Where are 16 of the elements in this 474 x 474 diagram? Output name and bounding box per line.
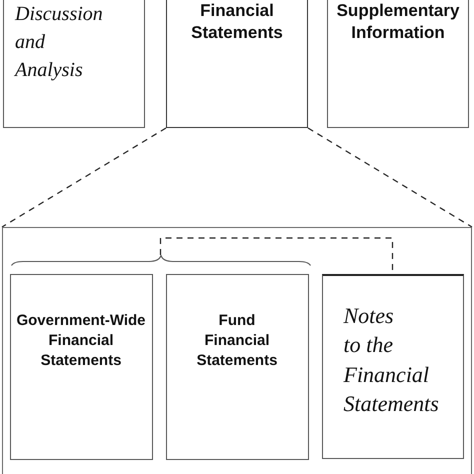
document-title: Government-Wide Financial Statements — [15, 310, 147, 370]
curly-brace — [10, 255, 310, 266]
container-box — [2, 227, 472, 474]
document-box — [327, 0, 469, 128]
document-box — [3, 0, 145, 128]
document-title: Fund Financial Statements — [196, 310, 278, 370]
document-title: Financial Statements — [190, 0, 284, 44]
dashed-line — [308, 127, 472, 228]
document-box — [322, 274, 464, 458]
dashed-line — [2, 127, 166, 228]
document-box — [166, 0, 308, 128]
document-box — [166, 274, 308, 460]
document-title: Discussion and Analysis — [15, 2, 103, 83]
document-box — [10, 274, 152, 460]
document-title: Supplementary Information — [336, 0, 460, 44]
document-title: Notes to the Financial Statements — [344, 302, 439, 418]
